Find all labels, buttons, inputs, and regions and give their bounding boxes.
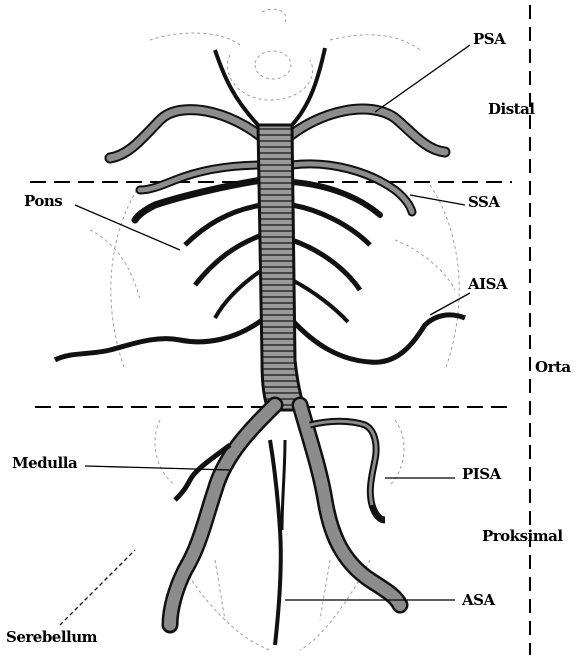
anterior-spinal-artery-right <box>282 440 285 530</box>
psa-left-branch-fill <box>110 110 265 158</box>
pons-label: Pons <box>24 192 62 210</box>
distal-label: Distal <box>488 100 535 118</box>
aisa-label: AISA <box>468 275 507 293</box>
pontine-left-3 <box>215 270 262 318</box>
serebellum-label: Serebellum <box>6 628 97 646</box>
anterior-spinal-artery <box>270 440 281 645</box>
aisa-right-branch <box>292 315 465 362</box>
pontine-right-3 <box>292 280 348 322</box>
vessel-network <box>55 48 465 645</box>
aisa-left-branch <box>55 320 262 360</box>
pons-leader <box>75 205 180 250</box>
serebellum-leader <box>60 550 135 625</box>
psa-right-branch <box>285 109 445 152</box>
orta-label: Orta <box>535 358 571 376</box>
pontine-right-1 <box>292 205 370 245</box>
pisa-label: PISA <box>462 465 501 483</box>
ssa-label: SSA <box>468 193 499 211</box>
psa-label: PSA <box>473 30 505 48</box>
psa-leader <box>375 45 470 112</box>
proksimal-label: Proksimal <box>482 527 563 545</box>
medulla-label: Medulla <box>12 454 77 472</box>
medulla-leader <box>85 466 230 470</box>
left-vertebral-artery <box>170 405 275 625</box>
pontine-right-2 <box>292 240 360 290</box>
aisa-leader <box>430 293 470 315</box>
asa-label: ASA <box>462 591 495 609</box>
